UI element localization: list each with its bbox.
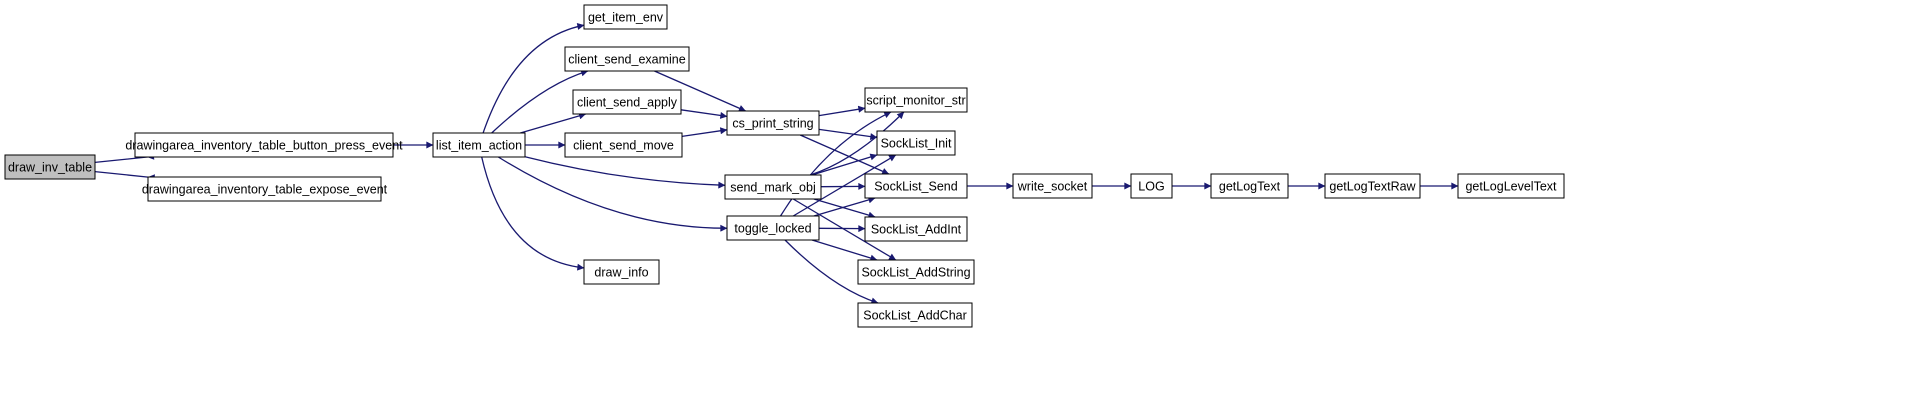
node-label: client_send_move [573, 139, 674, 153]
node-box [864, 173, 968, 199]
edge-send_mark_obj-to-SockList_AddString [792, 198, 897, 261]
node-box [147, 176, 382, 202]
node-label: draw_info [594, 266, 648, 280]
node-layer: draw_inv_table drawingarea_inventory_tabl… [4, 4, 1565, 328]
edge-client_send_examine-to-cs_print_string [654, 70, 746, 112]
node-box [1012, 173, 1093, 199]
node-box [572, 89, 682, 115]
edge-toggle_locked-to-SockList_AddString [811, 239, 878, 262]
node-getLogLevelText[interactable]: getLogLevelText [1457, 173, 1565, 199]
node-box [134, 132, 394, 158]
node-box [583, 259, 660, 285]
edge-list_item_action-to-get_item_env [482, 23, 585, 134]
node-expose[interactable]: drawingarea_inventory_table_expose_event [142, 176, 388, 202]
edge-client_send_apply-to-cs_print_string [680, 109, 728, 119]
edge-client_send_move-to-cs_print_string [681, 127, 728, 138]
node-box [1130, 173, 1173, 199]
node-label: getLogText [1219, 180, 1281, 194]
node-label: drawingarea_inventory_table_expose_event [142, 183, 388, 197]
node-cs_print_string[interactable]: cs_print_string [726, 110, 820, 136]
node-getLogTextRaw[interactable]: getLogTextRaw [1324, 173, 1421, 199]
node-box [876, 130, 956, 156]
node-getLogText[interactable]: getLogText [1210, 173, 1289, 199]
node-client_send_apply[interactable]: client_send_apply [572, 89, 682, 115]
edge-cs_print_string-to-SockList_Init [818, 128, 878, 141]
node-SockList_Send[interactable]: SockList_Send [864, 173, 968, 199]
node-label: drawingarea_inventory_table_button_press… [125, 139, 403, 153]
node-box [1457, 173, 1565, 199]
node-box [726, 110, 820, 136]
node-label: client_send_examine [568, 53, 685, 67]
node-SockList_AddChar[interactable]: SockList_AddChar [857, 302, 973, 328]
edge-send_mark_obj-to-SockList_Init [811, 153, 878, 176]
edge-cs_print_string-to-SockList_Send [799, 134, 890, 175]
node-client_send_examine[interactable]: client_send_examine [564, 46, 690, 72]
node-list_item_action[interactable]: list_item_action [432, 132, 526, 158]
node-SockList_Init[interactable]: SockList_Init [876, 130, 956, 156]
node-script_monitor_str[interactable]: script_monitor_str [864, 87, 968, 113]
edge-list_item_action-to-client_send_apply [520, 112, 587, 134]
edge-toggle_locked-to-SockList_Send [813, 196, 876, 217]
node-label: SockList_Init [881, 137, 952, 151]
node-label: SockList_AddChar [863, 309, 967, 323]
edge-toggle_locked-to-SockList_Init [792, 154, 897, 217]
node-label: list_item_action [436, 139, 522, 153]
node-SockList_AddString[interactable]: SockList_AddString [857, 259, 975, 285]
edge-draw_inv_table-to-expose [94, 170, 155, 182]
node-box [724, 174, 822, 200]
node-write_socket[interactable]: write_socket [1012, 173, 1093, 199]
edge-list_item_action-to-draw_info [481, 156, 585, 271]
node-press[interactable]: drawingarea_inventory_table_button_press… [125, 132, 403, 158]
node-toggle_locked[interactable]: toggle_locked [726, 215, 820, 241]
node-label: client_send_apply [577, 96, 678, 110]
node-label: get_item_env [588, 11, 664, 25]
node-draw_info[interactable]: draw_info [583, 259, 660, 285]
node-label: toggle_locked [734, 222, 811, 236]
node-get_item_env[interactable]: get_item_env [583, 4, 668, 30]
node-box [1324, 173, 1421, 199]
node-label: cs_print_string [732, 117, 813, 131]
node-box [564, 132, 683, 158]
edge-layer [94, 23, 1459, 305]
node-SockList_AddInt[interactable]: SockList_AddInt [864, 216, 968, 242]
node-box [726, 215, 820, 241]
node-label: getLogTextRaw [1329, 180, 1416, 194]
node-box [583, 4, 668, 30]
node-label: SockList_AddInt [871, 223, 962, 237]
edge-toggle_locked-to-SockList_AddChar [784, 239, 879, 305]
node-draw_inv_table[interactable]: draw_inv_table [4, 154, 96, 180]
edge-draw_inv_table-to-press [94, 152, 155, 164]
node-label: LOG [1138, 180, 1164, 194]
node-label: draw_inv_table [8, 161, 92, 175]
node-box [857, 302, 973, 328]
edge-send_mark_obj-to-script_monitor_str [810, 111, 905, 176]
node-label: script_monitor_str [866, 94, 965, 108]
node-label: SockList_Send [874, 180, 957, 194]
node-client_send_move[interactable]: client_send_move [564, 132, 683, 158]
edge-send_mark_obj-to-SockList_AddInt [813, 198, 876, 219]
node-box [564, 46, 690, 72]
node-send_mark_obj[interactable]: send_mark_obj [724, 174, 822, 200]
node-label: SockList_AddString [861, 266, 970, 280]
node-box [1210, 173, 1289, 199]
edge-list_item_action-to-toggle_locked [497, 156, 728, 232]
node-box [864, 216, 968, 242]
edge-toggle_locked-to-script_monitor_str [779, 111, 892, 217]
node-box [857, 259, 975, 285]
node-box [432, 132, 526, 158]
node-box [864, 87, 968, 113]
node-label: send_mark_obj [730, 181, 815, 195]
edge-list_item_action-to-client_send_examine [491, 69, 589, 134]
edge-list_item_action-to-send_mark_obj [524, 156, 726, 189]
node-label: getLogLevelText [1465, 180, 1557, 194]
node-LOG[interactable]: LOG [1130, 173, 1173, 199]
node-label: write_socket [1017, 180, 1088, 194]
edge-cs_print_string-to-script_monitor_str [818, 105, 866, 117]
node-box [4, 154, 96, 180]
